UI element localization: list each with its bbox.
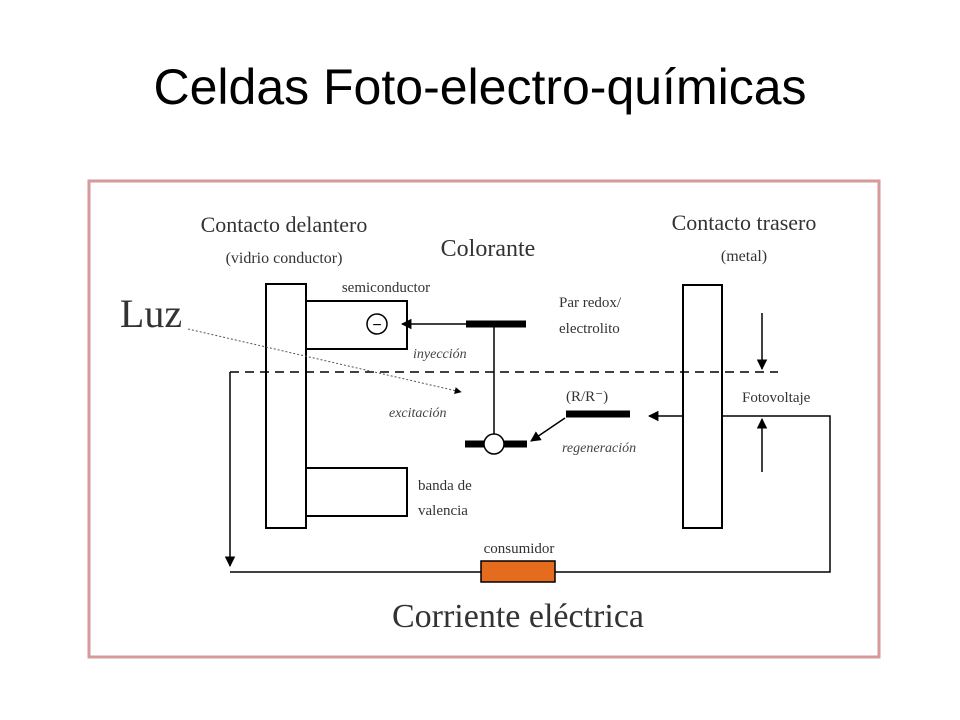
hole-circle xyxy=(483,433,505,455)
diagram-frame xyxy=(87,179,881,659)
front-contact-sublabel: (vidrio conductor) xyxy=(226,250,343,267)
consumer-label: consumidor xyxy=(484,541,555,557)
semiconductor-block xyxy=(305,300,408,350)
back-contact-label: Contacto trasero xyxy=(672,210,817,235)
electron-circle xyxy=(366,313,388,335)
light-arrow xyxy=(187,328,462,394)
back-contact-plate xyxy=(682,284,723,529)
redox-pair-label: (R/R⁻) xyxy=(566,389,608,405)
valence-band-label-line2: valencia xyxy=(418,503,468,519)
valence-band-block xyxy=(305,467,408,517)
light-label: Luz xyxy=(120,291,182,336)
dye-label: Colorante xyxy=(441,236,536,262)
redox-label-line2: electrolito xyxy=(559,321,620,337)
current-label: Corriente eléctrica xyxy=(392,598,644,635)
valence-band-label-line1: banda de xyxy=(418,478,472,494)
redox-label-line1: Par redox/ xyxy=(559,295,622,311)
injection-label: inyección xyxy=(413,347,467,362)
photovoltage-label: Fotovoltaje xyxy=(742,390,811,406)
regeneration-label: regeneración xyxy=(562,441,636,456)
electron-symbol: − xyxy=(372,317,381,334)
front-contact-plate xyxy=(265,283,307,529)
regeneration-arrow xyxy=(530,417,566,442)
semiconductor-label: semiconductor xyxy=(342,280,430,296)
excitation-label: excitación xyxy=(389,406,447,421)
back-contact-sublabel: (metal) xyxy=(721,248,767,265)
front-contact-label: Contacto delantero xyxy=(201,212,368,237)
slide-title: Celdas Foto-electro-químicas xyxy=(153,59,807,115)
consumer-resistor xyxy=(480,560,556,583)
